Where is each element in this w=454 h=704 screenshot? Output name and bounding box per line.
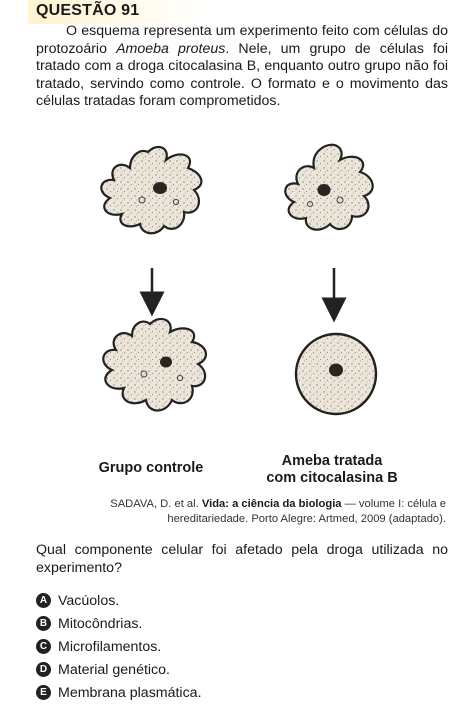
species-name: Amoeba proteus [116, 40, 226, 57]
source-title: Vida: a ciência da biologia [201, 498, 342, 510]
source-authors: SADAVA, D. et al. [110, 498, 202, 510]
option-c-bullet: C [36, 639, 51, 654]
control-amoeba-after [102, 317, 208, 412]
nucleus [329, 363, 343, 377]
option-d-bullet: D [36, 662, 51, 677]
treated-caption-line2: com citocalasina B [266, 470, 398, 486]
nucleus [317, 184, 331, 196]
nucleus [153, 182, 167, 194]
option-b-text: Mitocôndrias. [58, 615, 143, 632]
option-e[interactable]: E Membrana plasmática. [36, 681, 448, 704]
experiment-figure [100, 143, 378, 416]
option-e-bullet: E [36, 685, 51, 700]
option-e-text: Membrana plasmática. [58, 684, 202, 701]
option-a[interactable]: A Vacúolos. [36, 589, 448, 612]
nucleus [160, 356, 172, 368]
option-d-text: Material genético. [58, 661, 170, 678]
option-a-bullet: A [36, 593, 51, 608]
control-amoeba-before [100, 145, 203, 235]
treated-caption-line1: Ameba tratada [281, 453, 383, 469]
title-highlight [28, 0, 208, 24]
answer-options: A Vacúolos. B Mitocôndrias. C Microfilament… [36, 589, 448, 704]
treated-group-caption: Ameba tratada com citocalasina B [262, 453, 402, 487]
treated-amoeba-after [294, 332, 378, 416]
option-a-text: Vacúolos. [58, 592, 120, 609]
stem-text-part2: . Nele, um grupo de células foi tratado … [36, 40, 449, 110]
question-stem: O esquema representa um experimento feit… [36, 23, 448, 111]
treated-amoeba-before [284, 143, 374, 231]
option-c-text: Microfilamentos. [58, 638, 162, 655]
option-b[interactable]: B Mitocôndrias. [36, 612, 448, 635]
stem-text-part1: O esquema representa um experimento feit… [36, 23, 448, 57]
option-d[interactable]: D Material genético. [36, 658, 448, 681]
question-title: QUESTÃO 91 [36, 2, 140, 19]
option-b-bullet: B [36, 616, 51, 631]
control-group-caption: Grupo controle [98, 460, 204, 476]
option-c[interactable]: C Microfilamentos. [36, 635, 448, 658]
source-citation: SADAVA, D. et al. Vida: a ciência da bio… [48, 497, 446, 527]
question-prompt: Qual componente celular foi afetado pela… [36, 542, 448, 576]
source-details: — volume I: célula e hereditariedade. Po… [167, 498, 446, 525]
